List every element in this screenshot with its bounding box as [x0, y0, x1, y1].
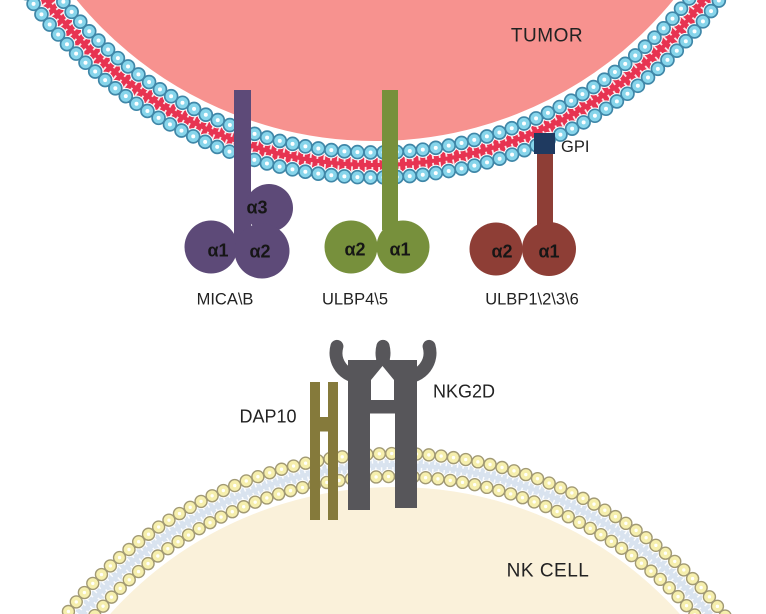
ulbp1236-a2-label: α2	[491, 242, 512, 262]
ligand-ulbp1236	[469, 150, 576, 276]
ulbp1236-label: ULBP1\2\3\6	[485, 291, 579, 309]
ulbp1236-a1-label: α1	[538, 242, 559, 262]
adapter-dap10	[310, 382, 338, 520]
ulbp1236-domain-a1	[522, 222, 576, 276]
micab-a2-label: α2	[249, 242, 270, 262]
ligand-ulbp45	[324, 90, 430, 274]
nkg2d-crossbar	[348, 400, 417, 414]
ulbp45-a2-label: α2	[344, 240, 365, 260]
nkg2d-arch-gap	[371, 366, 394, 401]
dap10-bar-left	[310, 382, 320, 520]
ulbp45-label: ULBP4\5	[322, 291, 388, 309]
micab-a1-label: α1	[207, 241, 228, 261]
micab-domain-a2	[234, 223, 290, 279]
ulbp1236-stalk	[537, 150, 553, 230]
micab-domain-a1	[184, 220, 238, 274]
nkg2d-label: NKG2D	[433, 382, 495, 402]
ulbp45-domain-a2	[324, 220, 378, 274]
receptor-nkg2d	[329, 339, 437, 510]
tumor-label: TUMOR	[511, 26, 583, 47]
nk-cytoplasm	[104, 483, 686, 614]
nkg2d-bar-left	[348, 362, 370, 510]
ulbp1236-domain-a2	[469, 222, 523, 276]
ulbp45-domain-a1	[376, 220, 430, 274]
gpi-label: GPI	[561, 138, 589, 156]
micab-a3-label: α3	[246, 198, 267, 218]
tumor-membrane	[16, 0, 734, 189]
dap10-label: DAP10	[239, 407, 296, 427]
dap10-bar-right	[328, 382, 338, 520]
micab-label: MICA\B	[197, 291, 254, 309]
tumor-cell	[16, 0, 734, 189]
nkg2d-bar-right	[395, 362, 417, 508]
ulbp45-a1-label: α1	[389, 240, 410, 260]
nk-cell-label: NK CELL	[507, 561, 590, 582]
micab-domain-a3	[245, 184, 293, 232]
dap10-crossbar	[310, 417, 338, 432]
ligand-micab	[184, 90, 293, 279]
ulbp45-stalk	[382, 90, 398, 230]
nk-cell	[53, 443, 737, 614]
micab-stalk	[234, 90, 251, 248]
gpi-anchor-square	[534, 133, 555, 154]
